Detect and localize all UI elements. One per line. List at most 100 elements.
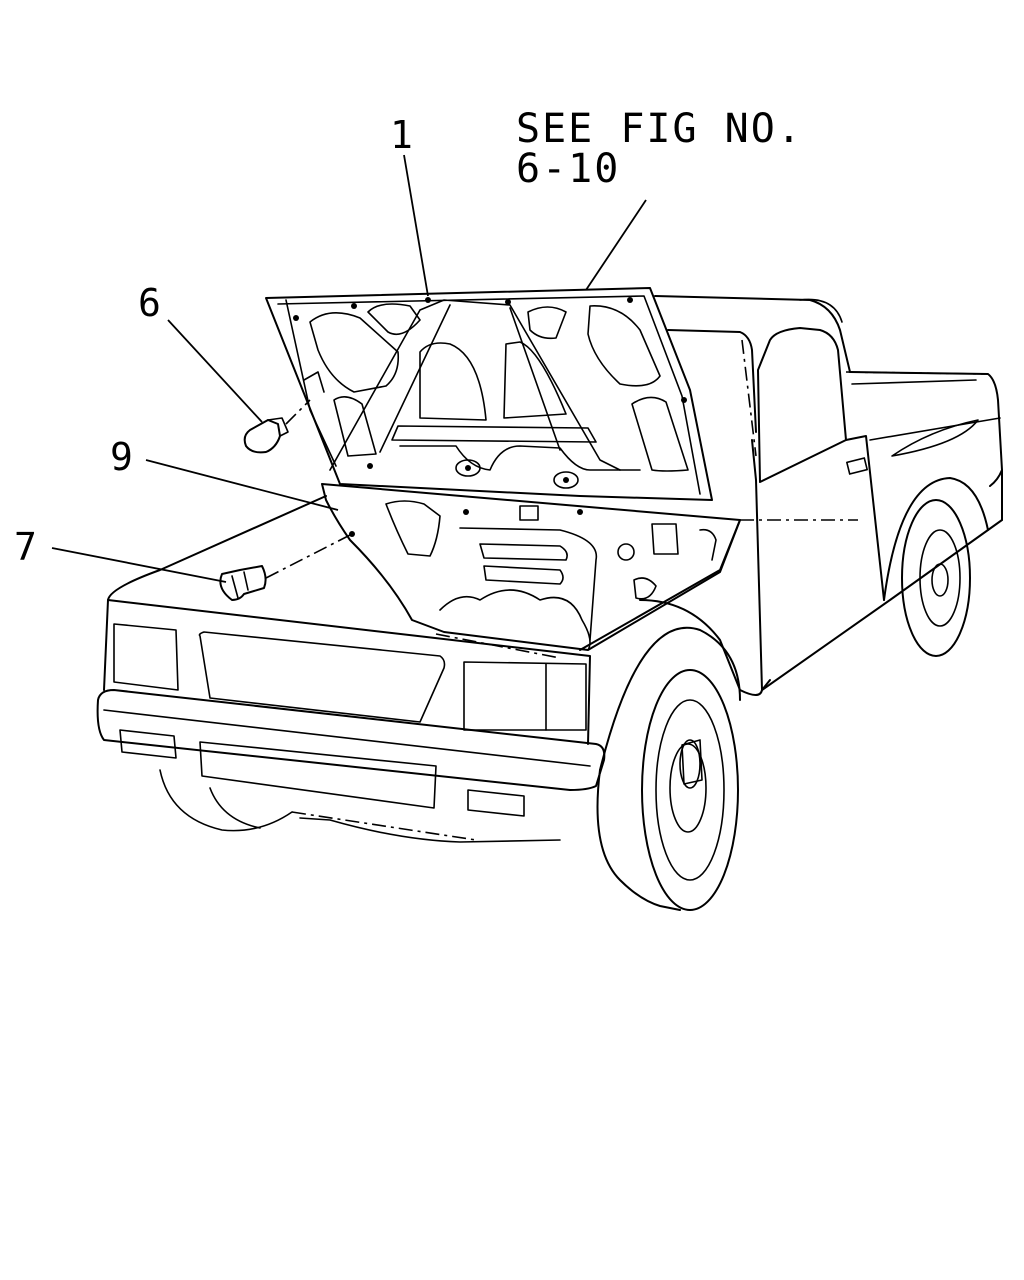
rear-door-edge <box>845 435 885 601</box>
callout-6-label: 6 <box>138 281 161 325</box>
hood-cutout-right-lower <box>631 396 689 472</box>
left-fog-light <box>119 729 177 759</box>
insulator-cutout-right <box>633 577 657 600</box>
right-fog-light <box>467 789 525 817</box>
clip-ridge-1 <box>231 575 239 599</box>
hood-outer-panel <box>265 287 713 501</box>
left-tire-inner <box>209 787 261 829</box>
front-tire-outer <box>596 769 681 911</box>
front-tire <box>641 669 739 911</box>
right-headlight <box>463 661 587 731</box>
hood-latch-right <box>553 471 579 489</box>
callout-1-leader <box>403 154 429 297</box>
callout-9: 9 <box>110 435 339 511</box>
hood-insulator-panel <box>321 483 741 651</box>
clip-body <box>219 565 267 601</box>
bed-side-crease <box>891 419 979 457</box>
windshield-edge <box>667 329 757 433</box>
callout-6-leader <box>167 319 263 423</box>
hood-hole-1 <box>293 315 299 321</box>
insulator-hole-3 <box>349 531 355 537</box>
bed-inner-rail <box>851 379 977 385</box>
bumper-cushion-part <box>243 399 311 454</box>
lower-valance <box>199 741 437 809</box>
reference-leader-line <box>585 199 647 291</box>
bumper-cushion-body <box>243 419 281 454</box>
hood-inner-edge <box>277 295 701 495</box>
front-wheel-arch-inner <box>599 626 741 771</box>
grille <box>198 631 446 723</box>
left-tire-bottom <box>159 769 293 832</box>
insulator-cutout-left <box>385 500 441 557</box>
bed-top-rail <box>849 371 1003 487</box>
left-headlight <box>113 623 179 691</box>
hood-hole-6 <box>681 397 687 403</box>
hood-latch-rail <box>399 445 641 471</box>
bed-side-line <box>869 417 1001 441</box>
hood-cutout-left-top <box>367 303 421 336</box>
hood-latch-left-dot <box>465 465 471 471</box>
bumper-cushion-stem <box>267 417 289 437</box>
hood-cutout-center-right <box>503 341 567 419</box>
hood-cutout-left-lower <box>333 396 377 457</box>
bumper-crease <box>103 709 591 767</box>
rear-rim <box>919 529 961 627</box>
hood-cutout-left-upper <box>309 312 400 393</box>
insulator-clip-part <box>219 533 353 601</box>
bed-dashed-edge <box>845 371 986 375</box>
hood-hole-4 <box>505 299 511 305</box>
front-hub-cap <box>681 739 703 785</box>
insulator-right-edge <box>699 528 717 561</box>
callout-7-label: 7 <box>14 525 37 569</box>
front-bumper <box>96 689 606 791</box>
front-hub <box>679 739 701 789</box>
reference-note-line2: 6-10 <box>516 146 620 192</box>
bumper-cushion-install-line <box>285 399 311 425</box>
callout-6: 6 <box>138 281 263 423</box>
hood-cutout-right-top <box>527 306 567 340</box>
insulator-square-hole <box>651 523 679 555</box>
hood-bumper-mount <box>303 371 325 393</box>
hood-edge-dashed <box>435 633 561 659</box>
engine-silhouette <box>439 589 591 651</box>
rocker-panel <box>761 519 1003 691</box>
hood-hole-3 <box>425 297 431 303</box>
rear-tire <box>901 499 971 657</box>
hood-brace-right <box>509 307 561 451</box>
clip-ridge-2 <box>243 571 249 591</box>
callout-9-label: 9 <box>110 435 133 479</box>
front-rim <box>655 699 725 881</box>
reference-note-line1: SEE FIG NO. <box>516 106 803 152</box>
insulator-slot-1 <box>479 543 568 561</box>
insulator-tab <box>519 505 539 521</box>
callout-7: 7 <box>14 525 227 583</box>
callout-1: 1 <box>390 113 429 297</box>
undercarriage-line <box>299 817 561 843</box>
insulator-round-hole <box>617 543 635 561</box>
front-fender-arch <box>639 599 763 696</box>
callout-9-leader <box>145 459 339 511</box>
front-door-edge <box>751 439 771 691</box>
cab-back-edge <box>799 298 843 323</box>
reference-note: SEE FIG NO. 6-10 <box>516 106 803 291</box>
callout-7-leader <box>51 547 227 583</box>
fender-top-left <box>107 495 327 601</box>
hood-inner-frame <box>329 299 621 471</box>
side-window <box>757 327 847 483</box>
door-handle <box>846 457 868 475</box>
insulator-hole-1 <box>463 509 469 515</box>
hood-cutout-center-left <box>419 342 487 421</box>
hood-latch-left <box>455 459 481 477</box>
a-pillar-dashed <box>741 339 757 457</box>
hood-cross-member <box>391 425 597 443</box>
front-left-edge <box>103 599 109 691</box>
hood-left-flange <box>285 299 337 467</box>
clip-install-line <box>265 533 353 579</box>
insulator-slot-2 <box>483 565 564 585</box>
callout-1-label: 1 <box>390 113 413 157</box>
rear-wheel-arch <box>883 477 989 601</box>
hood-brace-left <box>379 304 451 453</box>
truck-illustration <box>96 287 1003 911</box>
hood-hole-2 <box>351 303 357 309</box>
